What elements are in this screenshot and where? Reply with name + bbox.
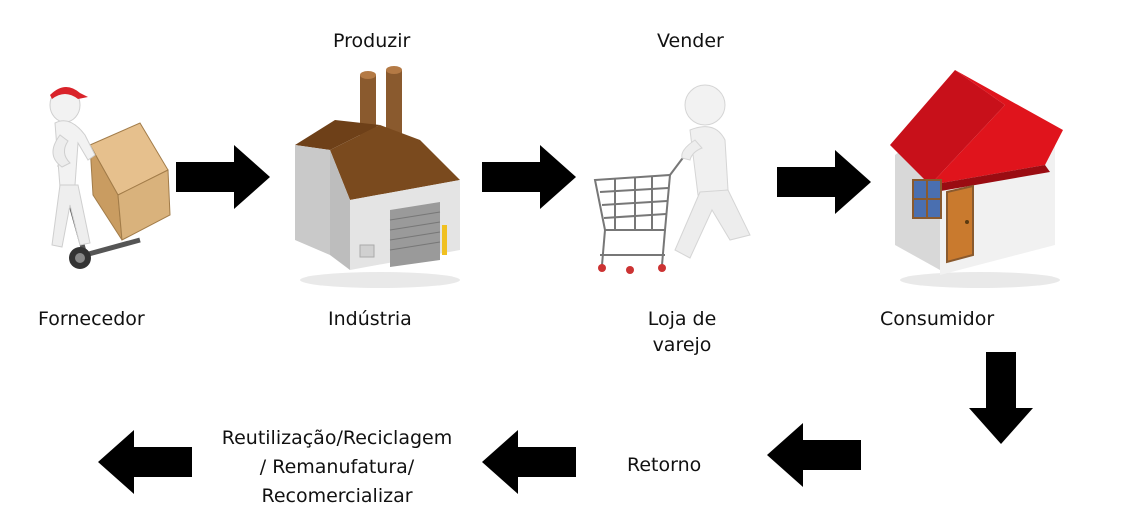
arrow-right-icon [482, 145, 576, 209]
house-icon [890, 70, 1063, 288]
factory-icon [295, 66, 460, 288]
industry-label: Indústria [328, 308, 412, 330]
supplier-label: Fornecedor [38, 308, 145, 330]
arrow-right-icon [176, 145, 270, 209]
consumer-label: Consumidor [880, 308, 995, 330]
sell-label: Vender [657, 30, 724, 52]
retail-label-line-2: varejo [652, 334, 712, 356]
arrow-left-icon [767, 423, 861, 487]
reuse-line-2: / Remanufatura/ [259, 456, 415, 478]
shopping-cart-man-icon [593, 84, 751, 274]
retail-label: Loja de varejo [632, 306, 732, 358]
arrow-left-icon [482, 430, 576, 494]
delivery-man-icon [49, 86, 171, 269]
reuse-recycling-label: Reutilização/Reciclagem / Remanufatura/ … [212, 424, 462, 511]
produce-label: Produzir [333, 30, 411, 52]
arrow-right-icon [777, 150, 871, 214]
reuse-line-3: Recomercializar [261, 485, 413, 507]
reuse-line-1: Reutilização/Reciclagem [221, 427, 453, 449]
retail-label-line-1: Loja de [647, 308, 717, 330]
arrow-left-icon [98, 430, 192, 494]
arrow-down-icon [969, 352, 1033, 444]
return-label: Retorno [627, 454, 702, 476]
